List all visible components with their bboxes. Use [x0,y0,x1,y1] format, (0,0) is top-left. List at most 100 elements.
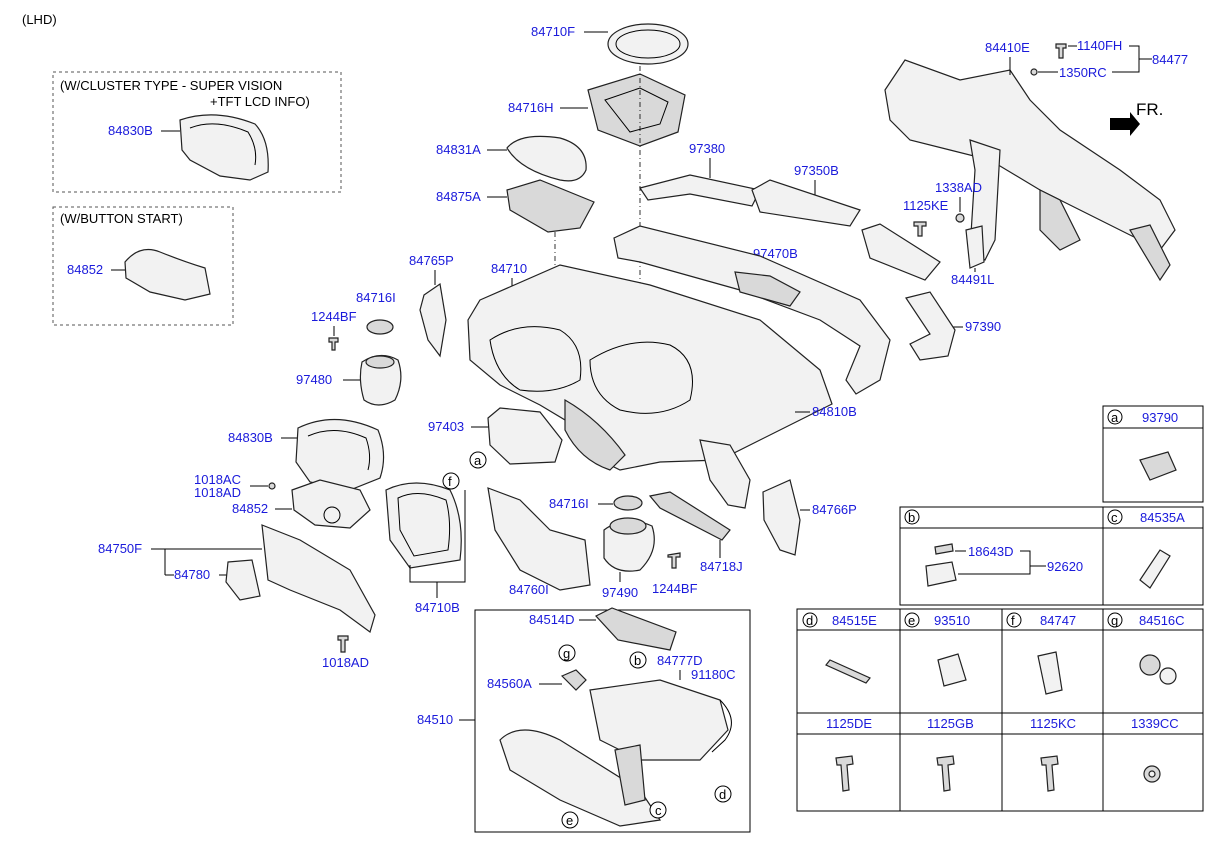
cowl-crossbar-84410E-icon [884,59,1176,251]
label-84875A: 84875A [436,189,481,204]
striker-84514D-icon [595,607,677,651]
table-part-84747: 84747 [1040,613,1076,628]
duct-97470B-icon [613,225,891,395]
label-1018AD-a: 1018AD [194,485,241,500]
label-84780: 84780 [174,567,210,582]
table-letter-g: g [1111,613,1118,628]
damper-84560A-icon [560,669,587,691]
table-part-1339CC: 1339CC [1131,716,1179,731]
bulb-18643D-icon [934,543,954,555]
label-97390: 97390 [965,319,1001,334]
label-84477: 84477 [1152,52,1188,67]
screw-1018AD-b-icon [337,635,349,653]
lower-cover-84852-icon [291,479,371,529]
label-97350B: 97350B [794,163,839,178]
duct-97390-icon [905,291,956,361]
table-letter-d: d [806,613,813,628]
panel-84760I-icon [487,487,591,591]
screw-1018AC-icon [268,482,276,490]
bolt-1125DE-icon [835,755,854,792]
glove-box-84510-icon [589,679,729,761]
inset-cluster-box [52,71,342,193]
callout-g: g [563,646,570,661]
label-84410E: 84410E [985,40,1030,55]
button-start-cover-icon [124,249,211,301]
label-91180C: 91180C [691,667,736,682]
label-84710B: 84710B [415,600,460,615]
screw-1244BF-b-icon [667,552,681,569]
table-part-1125KC: 1125KC [1030,716,1076,731]
label-84718J: 84718J [700,559,743,574]
screw-1244BF-a-icon [328,337,339,351]
table-part-84515E: 84515E [832,613,877,628]
cluster-housing-84830B-icon [295,418,385,491]
table-part-84535A: 84535A [1140,510,1185,525]
callout-e: e [566,813,573,828]
callout-b: b [634,653,641,668]
cover-84831A-icon [506,135,587,182]
label-84852: 84852 [232,501,268,516]
bolt-1125GB-icon [936,755,955,792]
clip-84747-icon [1037,651,1063,695]
table-part-92620: 92620 [1047,559,1083,574]
speaker-84716I-a-icon [366,319,394,335]
table-letter-b: b [908,510,915,525]
table-part-84516C: 84516C [1139,613,1185,628]
bracket-84716H-icon [587,73,686,147]
label-84765P: 84765P [409,253,454,268]
table-letter-e: e [908,613,915,628]
label-1018AC: 1018AC [194,472,241,487]
front-direction-label: FR. [1136,100,1163,119]
label-84716I-a: 84716I [356,290,396,305]
cover-84780-icon [225,559,261,601]
label-84830B-inset: 84830B [108,123,153,138]
inset-button-box [52,206,234,326]
table-letter-a: a [1111,410,1119,425]
bolt-1125KC-icon [1040,755,1059,792]
label-1125KE: 1125KE [903,198,949,213]
bracket-84718J-icon [648,491,731,541]
label-84852-inset: 84852 [67,262,103,277]
label-97490: 97490 [602,585,638,600]
center-vent-97403-icon [487,407,563,465]
vent-97480-icon [359,354,402,406]
table-letter-c: c [1111,510,1118,525]
label-1244BF-b: 1244BF [652,581,698,596]
label-84750F: 84750F [98,541,142,556]
bracket-84875A-icon [506,179,595,233]
table-part-93510: 93510 [934,613,970,628]
table-part-93790: 93790 [1142,410,1178,425]
table-part-1125GB: 1125GB [927,716,974,731]
speaker-84716I-b-icon [613,495,643,511]
drive-side-label: (LHD) [22,12,57,27]
label-84777D: 84777D [657,653,703,668]
table-letter-f: f [1011,613,1015,628]
label-84514D: 84514D [529,612,575,627]
duct-97350B-icon [751,179,861,227]
label-84760I: 84760I [509,582,549,597]
pin-84515E-icon [825,659,871,684]
bracket-84491L-icon [965,225,985,269]
label-84766P: 84766P [812,502,857,517]
label-97380: 97380 [689,141,725,156]
switch-93790-icon [1139,451,1177,481]
label-84830B: 84830B [228,430,273,445]
parts-table: a 93790 b c 84535A 18643D 92620 d 84515E… [796,405,1204,812]
lamp-92620-icon [925,561,957,587]
callout-f: f [448,474,452,489]
label-1338AD: 1338AD [935,180,982,195]
table-part-1125DE: 1125DE [826,716,872,731]
speaker-grille-84710F-icon [607,23,689,65]
label-84831A: 84831A [436,142,481,157]
label-84810B: 84810B [812,404,857,419]
cover-84535A-icon [1139,549,1171,589]
label-97480: 97480 [296,372,332,387]
garnish-84710B-icon [385,482,462,569]
label-1350RC: 1350RC [1059,65,1107,80]
inset-button-note: (W/BUTTON START) [60,211,183,226]
side-cover-84766P-icon [762,479,801,556]
inset-cluster-note-1: (W/CLUSTER TYPE - SUPER VISION [60,78,282,93]
table-part-18643D: 18643D [968,544,1014,559]
crash-pad-84710-icon [467,264,833,471]
